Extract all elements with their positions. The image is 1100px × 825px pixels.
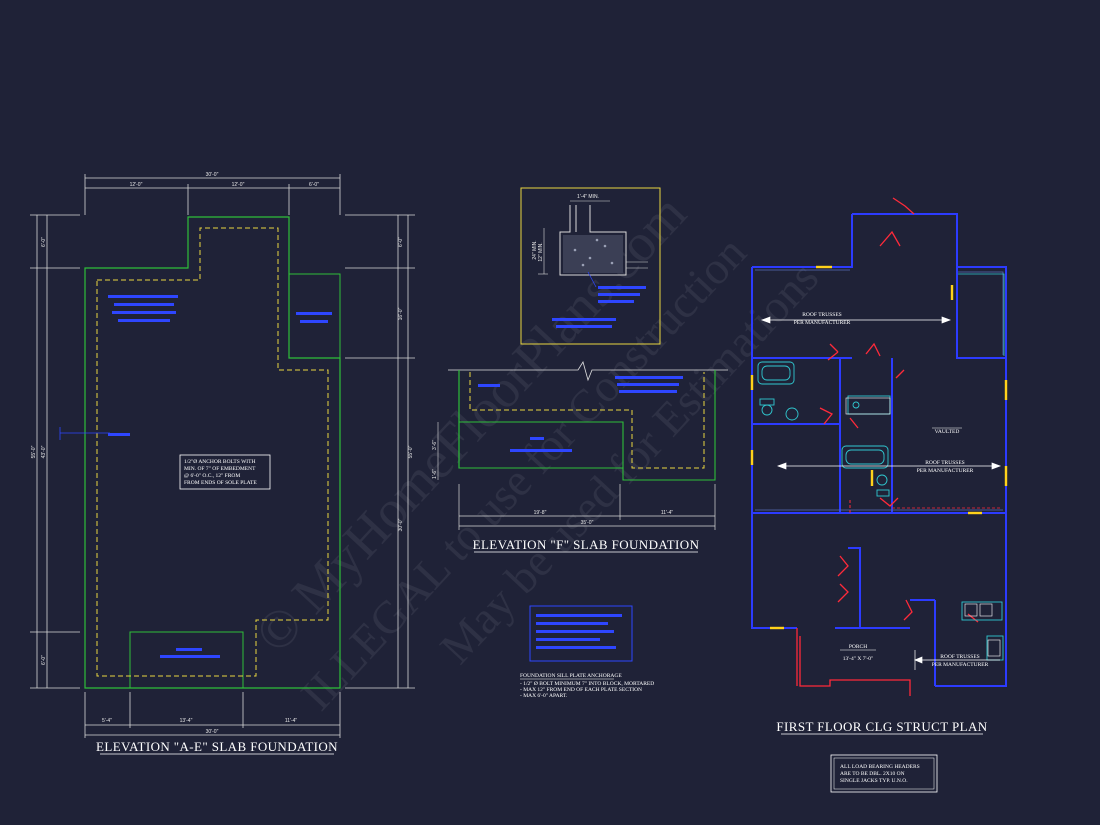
slab-room-block: [288, 273, 341, 359]
porch-label: PORCH: [849, 644, 867, 650]
header-note-outer: [830, 754, 938, 793]
left-overall-dim: 55'-0": [31, 445, 37, 458]
anchor-note-line-4: FROM ENDS OF SOLE PLATE: [184, 480, 257, 486]
f-bottom-overall-dim: 35'-0": [581, 520, 594, 526]
sill-note-line-3: - MAX 6'-0" APART.: [520, 693, 568, 699]
sill-note-line-2: - MAX 12" FROM END OF EACH PLATE SECTION: [520, 687, 642, 693]
left-dim-3: 6'-0": [41, 655, 47, 665]
header-note: ALL LOAD BEARING HEADERS ARE TO BE DBL. …: [830, 754, 938, 793]
left-dim-2: 43'-0": [41, 445, 47, 458]
header-note-line-1: ALL LOAD BEARING HEADERS: [840, 764, 920, 770]
right-dim-3: 30'-0": [398, 518, 404, 531]
bottom-dimensions: [84, 692, 341, 738]
elevation-ae-title: ELEVATION "A-E" SLAB FOUNDATION: [96, 739, 338, 754]
blue-annotations: [108, 295, 332, 658]
section-dim-side-2: 12" MIN.: [538, 242, 544, 261]
top-dimensions: [84, 174, 341, 215]
sill-note-heading: FOUNDATION SILL PLATE ANCHORAGE: [520, 673, 622, 679]
right-dim-1: 6'-0": [398, 237, 404, 247]
elevation-ae-plan: 30'-0" 12'-0" 12'-0" 6'-0" 55'-0" 6'-0" …: [30, 172, 415, 755]
truss-arrows: [761, 316, 1001, 670]
anchor-note-line-3: @ 6'-0" O.C., 12" FROM: [184, 473, 240, 479]
first-floor-plan: ROOF TRUSSES PER MANUFACTURER VAULTED RO…: [750, 197, 1008, 735]
section-dim-side-1: 24" MIN.: [532, 240, 538, 259]
vaulted-label: VAULTED: [935, 429, 960, 435]
anchor-note-line-1: 1/2"Ø ANCHOR BOLTS WITH: [184, 459, 255, 465]
bottom-dim-1: 5'-4": [102, 718, 112, 724]
left-dimensions: [36, 215, 48, 688]
headers: [750, 265, 1008, 630]
sill-note-line-1: - 1/2" Ø BOLT MINIMUM 7" INTO BLOCK, MOR…: [520, 681, 654, 687]
elevation-f-plan: 3'-6" 1'-6" 19'-8" 11'-4" 35'-0" ELEVATI…: [432, 361, 728, 553]
section-frame: [520, 187, 661, 345]
right-overall-dim: 55'-0": [408, 445, 414, 458]
elevation-f-title: ELEVATION "F" SLAB FOUNDATION: [473, 537, 700, 552]
top-dim-2: 12'-0": [232, 182, 245, 188]
f-bottom-dim-1: 19'-8": [534, 510, 547, 516]
f-footing-dashed: [469, 372, 705, 469]
top-dim-1: 12'-0": [130, 182, 143, 188]
trusses-label-1a: ROOF TRUSSES: [802, 312, 841, 318]
f-bottom-dim-2: 11'-4": [661, 510, 674, 516]
f-left-dim-2: 1'-6": [432, 469, 438, 479]
sill-note-box: [529, 605, 633, 662]
header-note-line-3: SINGLE JACKS TYP. U.N.O.: [840, 778, 908, 784]
footing-dashed: [96, 227, 329, 677]
door-swings: [796, 197, 979, 696]
right-dimensions: [397, 215, 409, 688]
bottom-dim-3: 11'-4": [285, 718, 298, 724]
right-dim-2: 16'-0": [398, 307, 404, 320]
bottom-overall-dim: 30'-0": [206, 729, 219, 735]
break-line: [448, 361, 728, 382]
footing-section-detail: 1'-4" MIN. 24" MIN. 12" MIN.: [520, 187, 661, 345]
bottom-dim-2: 13'-4": [180, 718, 193, 724]
porch-dimension: 13'-4" X 7'-0": [843, 656, 874, 662]
footing-concrete: [563, 235, 623, 273]
top-dim-3: 6'-0": [309, 182, 319, 188]
anchor-note-line-2: MIN. OF 7" OF EMBEDMENT: [184, 466, 256, 472]
section-dim-top: 1'-4" MIN.: [577, 194, 599, 200]
f-left-dim-1: 3'-6": [432, 440, 438, 450]
anchor-bolt-note-box: [179, 454, 271, 490]
trusses-label-3a: ROOF TRUSSES: [940, 654, 979, 660]
slab-porch-block: [129, 631, 244, 689]
top-overall-dim: 30'-0": [206, 172, 219, 178]
left-dim-1: 6'-0": [41, 237, 47, 247]
trusses-label-1b: PER MANUFACTURER: [794, 320, 851, 326]
floor-plan-title: FIRST FLOOR CLG STRUCT PLAN: [776, 719, 987, 734]
fixtures: [757, 361, 1004, 661]
trusses-label-2a: ROOF TRUSSES: [925, 460, 964, 466]
trusses-label-3b: PER MANUFACTURER: [932, 662, 989, 668]
trusses-label-2b: PER MANUFACTURER: [917, 468, 974, 474]
header-note-line-2: ARE TO BE DBL. 2X10 ON: [840, 771, 905, 777]
watermark-line-2: ILLEGAL to use for Construction: [291, 226, 756, 719]
watermark-line-3: May be used for Estimations: [430, 251, 828, 673]
sill-anchorage-note: FOUNDATION SILL PLATE ANCHORAGE - 1/2" Ø…: [520, 605, 654, 699]
